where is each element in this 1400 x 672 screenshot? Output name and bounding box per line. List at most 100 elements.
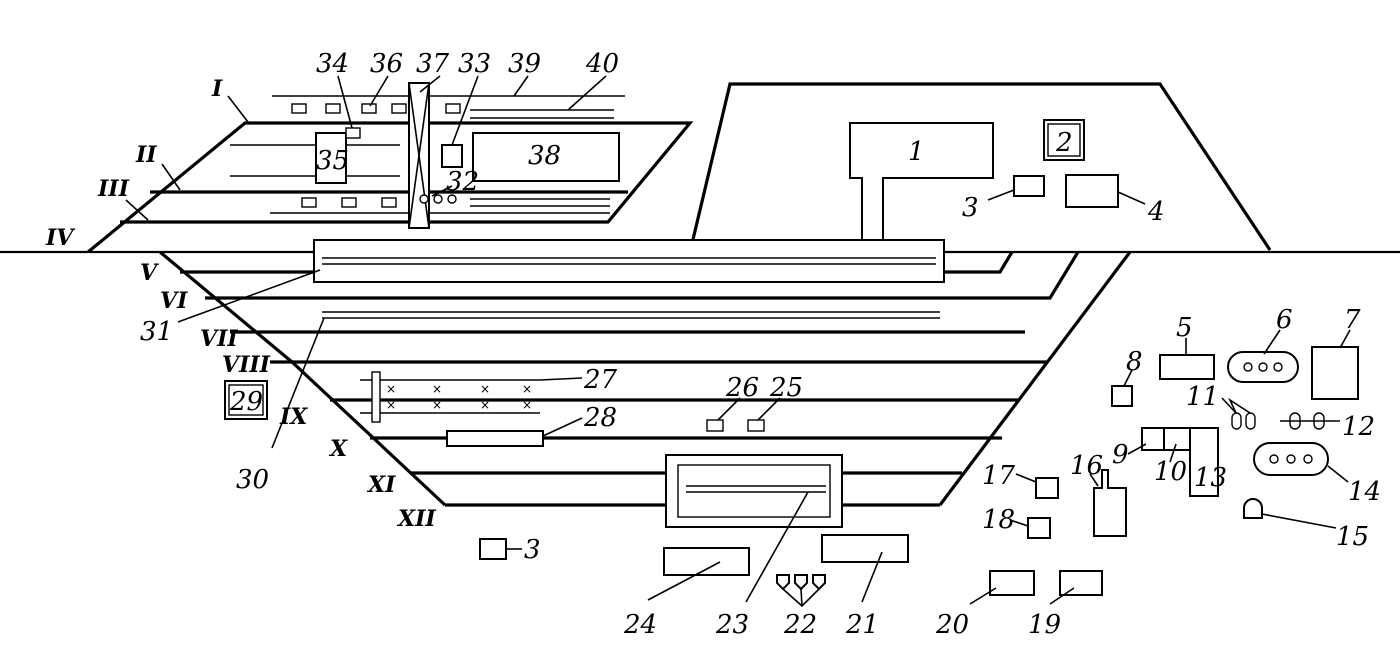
svg-text:×: × — [386, 382, 396, 396]
label-19: 19 — [1028, 610, 1061, 640]
track-label-VII: VII — [200, 326, 238, 352]
leader-37 — [419, 75, 441, 93]
leader-26 — [717, 397, 741, 421]
label-5: 5 — [1176, 313, 1193, 343]
tanks-32 — [419, 194, 457, 204]
crane-37-diag-b — [408, 82, 430, 229]
building-19 — [1059, 570, 1103, 596]
building-35 — [315, 132, 347, 184]
label-20: 20 — [935, 610, 969, 640]
leader-I — [227, 95, 249, 123]
label-14: 14 — [1348, 477, 1381, 507]
building-9 — [1141, 427, 1165, 451]
building-26 — [706, 419, 724, 432]
track-label-VIII: VIII — [222, 352, 271, 378]
building-17 — [1035, 477, 1059, 499]
label-15: 15 — [1336, 522, 1369, 552]
label-35: 35 — [316, 146, 349, 176]
label-8: 8 — [1126, 347, 1143, 377]
building-21 — [821, 534, 909, 563]
tanks-12 — [1280, 412, 1340, 430]
track-label-V: V — [140, 260, 159, 286]
wagon-row-bottom — [301, 197, 397, 208]
turntable-14-wheels — [1269, 454, 1313, 464]
label-11: 11 — [1186, 382, 1219, 412]
track-27-marks: ×××× ×××× — [386, 382, 532, 412]
label-7: 7 — [1344, 305, 1361, 335]
label-16: 16 — [1070, 451, 1103, 481]
leader-19 — [1049, 587, 1075, 605]
label-10: 10 — [1154, 457, 1187, 487]
label-31: 31 — [140, 317, 173, 347]
building-7 — [1311, 346, 1359, 400]
label-2: 2 — [1055, 128, 1073, 158]
building-8 — [1111, 385, 1133, 407]
building-18 — [1027, 517, 1051, 539]
leader-32 — [431, 185, 453, 197]
leader-6 — [1263, 329, 1281, 355]
label-40: 40 — [585, 49, 619, 79]
leader-17 — [1015, 473, 1037, 483]
label-32: 32 — [446, 167, 479, 197]
leader-III — [125, 199, 149, 221]
bins-22 — [776, 574, 826, 591]
label-6: 6 — [1276, 305, 1293, 335]
leader-27 — [539, 377, 583, 381]
label-28: 28 — [583, 403, 617, 433]
label-24: 24 — [623, 610, 657, 640]
leader-II — [161, 163, 181, 191]
building-29-inner — [228, 384, 264, 416]
svg-text:×: × — [432, 398, 442, 412]
leader-14 — [1327, 465, 1349, 483]
label-21: 21 — [845, 610, 879, 640]
track-label-IV: IV — [45, 225, 75, 251]
label-29: 29 — [229, 387, 263, 417]
tanks-11 — [1231, 412, 1256, 430]
leader-3-upper — [987, 189, 1015, 201]
label-9: 9 — [1112, 440, 1129, 470]
leader-4 — [1117, 191, 1146, 205]
label-13: 13 — [1194, 463, 1227, 493]
upper-left-outline — [86, 121, 694, 254]
leader-31 — [177, 269, 321, 323]
track-label-III: III — [97, 176, 130, 202]
leader-33 — [451, 75, 479, 146]
label-22: 22 — [783, 610, 817, 640]
track-label-XI: XI — [366, 472, 396, 498]
label-39: 39 — [508, 49, 541, 79]
label-1: 1 — [908, 137, 925, 167]
track-label-II: II — [135, 142, 157, 168]
tank-15 — [1243, 498, 1263, 519]
platform-28 — [446, 430, 544, 447]
leader-36 — [369, 75, 389, 107]
leader-23 — [745, 491, 809, 603]
leader-30 — [271, 317, 325, 449]
label-30: 30 — [236, 465, 269, 495]
wagon-row-top — [291, 103, 461, 114]
leader-9 — [1127, 443, 1147, 455]
leader-8 — [1123, 369, 1133, 387]
svg-text:×: × — [432, 382, 442, 396]
leader-25 — [757, 397, 781, 421]
label-26: 26 — [725, 373, 759, 403]
track-label-VI: VI — [160, 288, 188, 314]
leader-7 — [1339, 329, 1351, 349]
label-38: 38 — [528, 141, 561, 171]
label-18: 18 — [982, 505, 1015, 535]
label-37: 37 — [416, 49, 450, 79]
leader-10 — [1169, 443, 1177, 463]
building-3-upper — [1013, 175, 1045, 197]
track-27-end — [371, 371, 381, 423]
leader-21 — [861, 551, 883, 603]
building-4 — [1065, 174, 1119, 208]
label-25: 25 — [769, 373, 803, 403]
label-12: 12 — [1342, 412, 1375, 442]
building-5 — [1159, 354, 1215, 380]
label-36: 36 — [370, 49, 403, 79]
turntable-6-wheels — [1243, 362, 1283, 372]
label-3-lower: 3 — [524, 535, 541, 565]
label-23: 23 — [715, 610, 749, 640]
leader-11 — [1221, 397, 1251, 414]
